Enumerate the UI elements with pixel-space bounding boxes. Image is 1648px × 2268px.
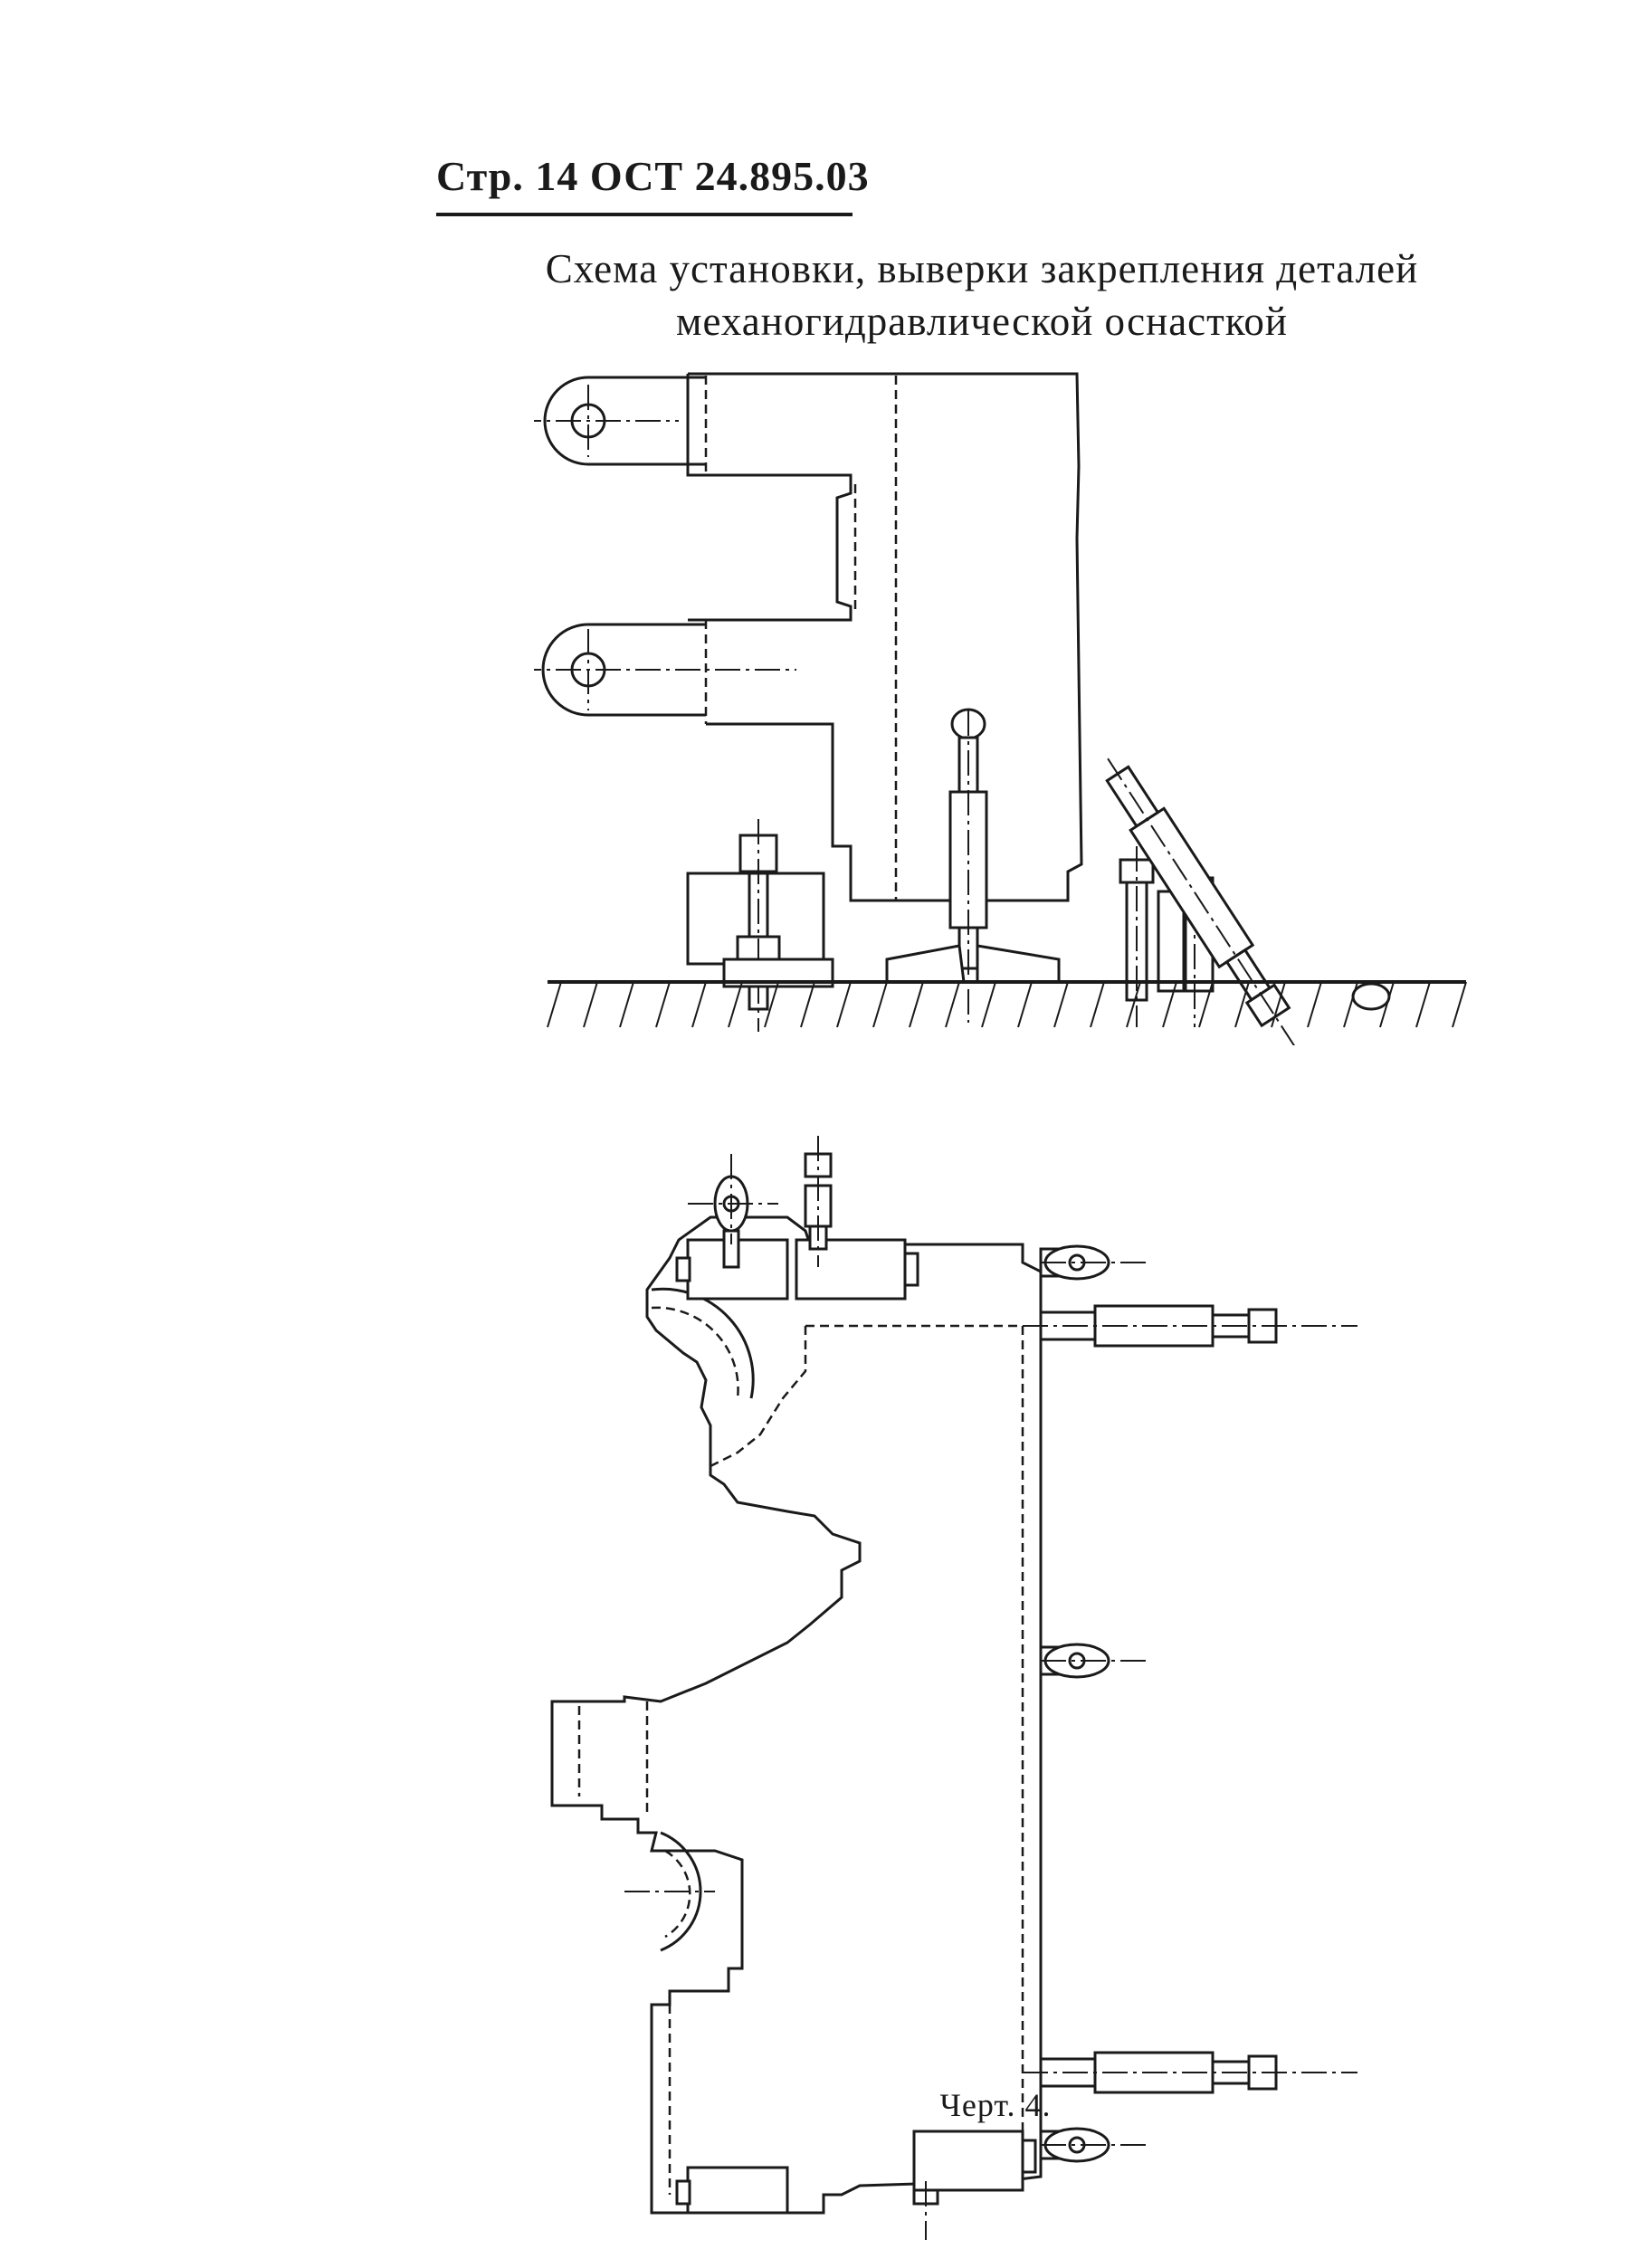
- bottom-clamp-block-right: [912, 2130, 1037, 2192]
- right-jack-top: [1023, 1304, 1357, 1348]
- right-eye-bolt-top: [1039, 1244, 1149, 1281]
- bottom-jack-screw: [912, 2181, 939, 2240]
- upper-bore: [651, 1287, 755, 1399]
- figure-title-line-1: Схема установки, выверки закрепления дет…: [545, 246, 1419, 291]
- base-wedge-right: [976, 944, 1061, 984]
- side-view-drawing: [534, 372, 1467, 1045]
- top-jack-screw: [804, 1136, 833, 1267]
- strut-foot: [1351, 982, 1391, 1011]
- figure-title: Схема установки, выверки закрепления дет…: [507, 243, 1457, 348]
- base-wedge-left: [885, 944, 966, 984]
- right-jack-bottom: [1023, 2051, 1357, 2094]
- upper-lug: [543, 376, 706, 466]
- lower-lug: [541, 623, 706, 717]
- inclined-strut: [1105, 758, 1296, 1045]
- central-jack: [948, 708, 988, 1023]
- floor-hatching: [547, 981, 1467, 1028]
- bottom-clamp-block-left: [675, 2166, 789, 2215]
- plan-body-outline: [550, 1215, 1043, 2215]
- top-eye-bolt: [688, 1154, 778, 1269]
- header-underline: [436, 213, 853, 216]
- lower-bore: [660, 1831, 702, 1952]
- plan-view-drawing: [550, 1136, 1357, 2240]
- right-eye-bolt-middle: [1039, 1643, 1149, 1679]
- right-eye-bolt-bottom: [1039, 2127, 1149, 2163]
- part-body-outline: [688, 372, 1083, 902]
- figure-title-line-2: механогидравлической оснасткой: [676, 299, 1288, 344]
- page-header: Стр. 14 ОСТ 24.895.03: [436, 153, 870, 199]
- figure-caption: Черт. 4.: [939, 2087, 1052, 2123]
